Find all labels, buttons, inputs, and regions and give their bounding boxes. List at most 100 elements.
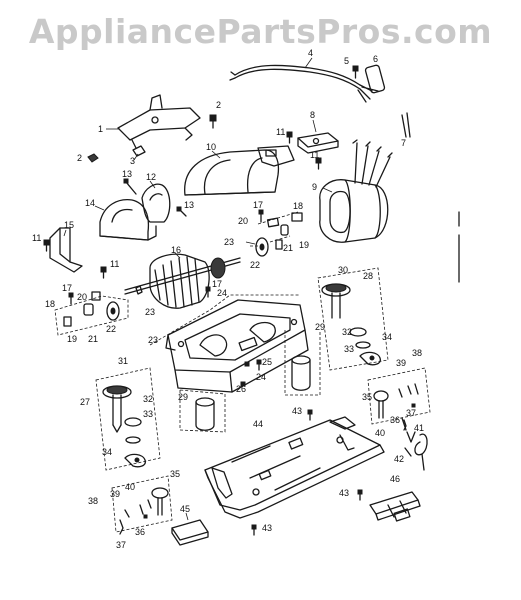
callout-37b: 37 — [116, 540, 126, 550]
callout-39b: 39 — [110, 489, 120, 499]
part-44-base-plate — [204, 416, 385, 519]
callout-23a: 23 — [224, 237, 234, 247]
callout-18b: 18 — [45, 299, 55, 309]
callout-36a: 36 — [390, 415, 400, 425]
callout-41: 41 — [414, 423, 424, 433]
part-7-wire-leads — [401, 112, 411, 138]
callout-36b: 36 — [135, 527, 145, 537]
callout-2a: 2 — [216, 100, 221, 110]
callout-29b: 29 — [178, 392, 188, 402]
callout-33b: 33 — [143, 409, 153, 419]
part-46-lever — [369, 491, 421, 522]
callout-12: 12 — [146, 172, 156, 182]
callout-19b: 19 — [67, 334, 77, 344]
callout-11c: 11 — [32, 233, 41, 243]
part-43-screws — [251, 409, 363, 536]
callout-32b: 32 — [143, 394, 153, 404]
callout-34a: 34 — [382, 332, 392, 342]
callout-40b: 40 — [125, 482, 135, 492]
callout-8: 8 — [310, 110, 315, 120]
callout-34b: 34 — [102, 447, 112, 457]
callout-29a: 29 — [315, 322, 325, 332]
callout-labels: 1 2 2 3 4 5 6 7 8 9 10 11 11 11 11 12 13… — [32, 48, 424, 550]
callout-4: 4 — [308, 48, 313, 58]
part-10-motor-housing — [184, 145, 295, 196]
part-15-bracket — [49, 227, 83, 273]
callout-22a: 22 — [250, 260, 260, 270]
callout-16: 16 — [171, 245, 181, 255]
callout-11b: 11 — [310, 150, 319, 160]
callout-45: 45 — [180, 504, 190, 514]
callout-43a: 43 — [292, 406, 302, 416]
right-lower-adjuster — [367, 367, 431, 443]
callout-17b: 17 — [62, 283, 72, 293]
part-12-baffle — [141, 180, 171, 223]
callout-11a: 11 — [276, 127, 285, 137]
callout-9: 9 — [312, 182, 317, 192]
left-lower-adjuster — [111, 475, 173, 535]
callout-25: 25 — [262, 357, 272, 367]
callout-24a: 24 — [217, 288, 227, 298]
callout-20b: 20 — [77, 292, 87, 302]
part-9-field-assembly — [319, 139, 393, 243]
callout-5: 5 — [344, 56, 349, 66]
callout-10: 10 — [206, 142, 216, 152]
part-14-fan-housing — [94, 199, 157, 241]
brush-parts-left — [54, 291, 129, 336]
part-16-armature — [124, 252, 241, 309]
callout-14: 14 — [85, 198, 95, 208]
callout-32a: 32 — [342, 327, 352, 337]
part-40-pin — [401, 417, 407, 431]
part-1-motor-bracket — [106, 94, 201, 149]
callout-43c: 43 — [262, 523, 272, 533]
part-8-brush-holder — [297, 119, 339, 154]
part-2-screws — [87, 114, 217, 163]
callout-13b: 13 — [184, 200, 194, 210]
part-4-power-cord — [229, 57, 379, 103]
part-29-bearings — [179, 330, 321, 433]
part-24-25-screws — [205, 286, 262, 371]
callout-6: 6 — [373, 54, 378, 64]
callout-17a: 17 — [253, 200, 263, 210]
left-gear-assembly — [95, 367, 161, 471]
part-3-clip — [132, 145, 146, 161]
part-26-screw — [240, 381, 246, 387]
part-41-42-spring — [404, 433, 428, 471]
callout-15: 15 — [64, 220, 74, 230]
callout-28: 28 — [363, 271, 373, 281]
part-45-plate — [171, 512, 209, 546]
callout-43b: 43 — [339, 488, 349, 498]
callout-44: 44 — [253, 419, 263, 429]
right-gear-assembly — [317, 267, 389, 371]
callout-19a: 19 — [299, 240, 309, 250]
callout-18a: 18 — [293, 201, 303, 211]
callout-46: 46 — [390, 474, 400, 484]
callout-38b: 38 — [88, 496, 98, 506]
callout-37a: 37 — [406, 408, 416, 418]
callout-20a: 20 — [238, 216, 248, 226]
callout-38a: 38 — [412, 348, 422, 358]
callout-23b: 23 — [145, 307, 155, 317]
callout-26: 26 — [236, 384, 246, 394]
part-13-screws — [123, 178, 187, 217]
callout-31: 31 — [118, 356, 128, 366]
callout-3: 3 — [130, 156, 135, 166]
callout-24b: 24 — [256, 372, 266, 382]
watermark: AppliancePartsPros.com — [28, 12, 493, 51]
callout-35a: 35 — [362, 392, 372, 402]
callout-35b: 35 — [170, 469, 180, 479]
callout-42: 42 — [394, 454, 404, 464]
callout-27: 27 — [80, 397, 90, 407]
callout-22b: 22 — [106, 324, 116, 334]
callout-30: 30 — [338, 265, 348, 275]
callout-1: 1 — [98, 124, 103, 134]
callout-17c: 17 — [212, 279, 222, 289]
callout-13a: 13 — [122, 169, 132, 179]
callout-11d: 11 — [110, 259, 119, 269]
part-11-screws — [43, 131, 322, 279]
callout-2b: 2 — [77, 153, 82, 163]
callout-23c: 23 — [148, 335, 158, 345]
callout-7: 7 — [401, 138, 406, 148]
callout-21b: 21 — [88, 334, 98, 344]
